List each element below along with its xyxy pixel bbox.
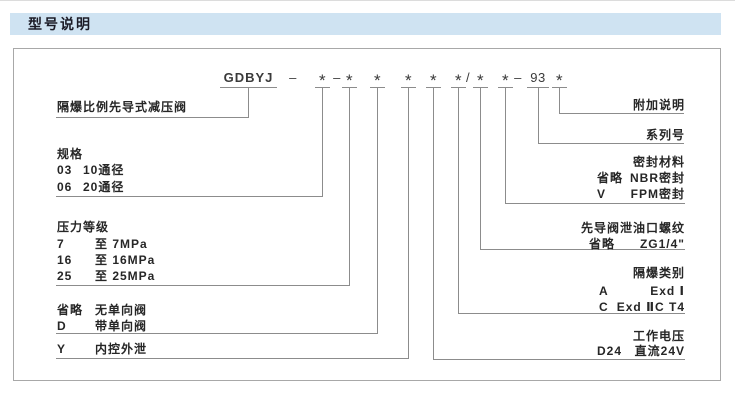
pilot-thread-row: 省略 ZG1/4": [589, 237, 685, 251]
drain-desc: 内控外泄: [95, 342, 148, 356]
label-voltage-title: 工作电压: [632, 329, 685, 343]
seal-code: V: [597, 187, 607, 201]
pressure-code: 16: [57, 253, 73, 267]
code-part-star-spec: *: [315, 70, 330, 90]
seal-row: V FPM密封: [597, 187, 685, 201]
seal-code: 省略: [597, 171, 624, 185]
pressure-code: 7: [57, 237, 65, 251]
label-additional-note: 附加说明: [632, 98, 685, 112]
code-part-star-voltage: *: [426, 70, 441, 90]
check-valve-code: D: [57, 319, 67, 333]
seal-desc: FPM密封: [630, 187, 685, 201]
spec-row: 03 10通径: [57, 163, 124, 177]
pressure-row: 25 至 25MPa: [57, 269, 155, 283]
explosion-class-row: C Exd ⅡC T4: [599, 300, 685, 314]
explosion-class-desc: Exd ⅡC T4: [616, 300, 685, 314]
check-valve-desc: 无单向阀: [95, 303, 148, 317]
spec-code: 03: [57, 163, 73, 177]
code-part-star-explosion: *: [451, 70, 466, 90]
drain-row: Y 内控外泄: [57, 342, 147, 356]
explosion-class-desc: Exd Ⅰ: [650, 284, 685, 298]
spec-desc: 20通径: [83, 180, 125, 194]
label-spec-title: 规格: [57, 147, 84, 161]
code-part-star-seal: *: [498, 70, 513, 90]
code-part-star-additional: *: [552, 70, 567, 90]
label-valve-name: 隔爆比例先导式减压阀: [57, 100, 188, 114]
code-part-dash: –: [333, 70, 341, 85]
check-valve-row: 省略 无单向阀: [57, 303, 147, 317]
pressure-desc: 至 25MPa: [95, 269, 156, 283]
seal-desc: NBR密封: [630, 171, 685, 185]
code-part-star-drain: *: [401, 70, 416, 90]
code-part-prefix: GDBYJ: [220, 70, 277, 88]
voltage-code: D24: [597, 344, 623, 358]
spec-desc: 10通径: [83, 163, 125, 177]
check-valve-desc: 带单向阀: [95, 319, 148, 333]
label-pilot-thread-title: 先导阀泄油口螺纹: [580, 221, 685, 235]
voltage-row: D24 直流24V: [597, 344, 685, 358]
code-part-star-pressure: *: [342, 70, 357, 90]
pressure-row: 16 至 16MPa: [57, 253, 155, 267]
spec-row: 06 20通径: [57, 180, 124, 194]
seal-row: 省略 NBR密封: [597, 171, 685, 185]
pressure-row: 7 至 7MPa: [57, 237, 148, 251]
voltage-desc: 直流24V: [634, 344, 685, 358]
code-part-star-check-valve: *: [370, 70, 385, 90]
code-part-slash: /: [465, 70, 471, 85]
code-part-dash: –: [289, 70, 297, 85]
explosion-class-row: A Exd Ⅰ: [599, 284, 685, 298]
pressure-desc: 至 7MPa: [95, 237, 148, 251]
check-valve-row: D 带单向阀: [57, 319, 147, 333]
pressure-desc: 至 16MPa: [95, 253, 156, 267]
code-part-dash: –: [514, 70, 522, 85]
pilot-thread-code: 省略: [589, 237, 616, 251]
label-explosion-class-title: 隔爆类别: [632, 266, 685, 280]
top-divider: [0, 0, 735, 1]
spec-code: 06: [57, 180, 73, 194]
label-seal-title: 密封材料: [632, 155, 685, 169]
page-title: 型号说明: [28, 16, 92, 32]
drain-code: Y: [57, 342, 67, 356]
section-header-bar: 型号说明: [10, 13, 721, 35]
code-part-series: 93: [527, 70, 549, 88]
pilot-thread-desc: ZG1/4": [639, 237, 685, 251]
check-valve-code: 省略: [57, 303, 84, 317]
label-series-no: 系列号: [645, 128, 685, 142]
label-pressure-title: 压力等级: [57, 220, 110, 234]
model-code-diagram-box: [13, 48, 721, 381]
pressure-code: 25: [57, 269, 73, 283]
explosion-class-code: A: [599, 284, 609, 298]
code-part-star-pilot-thread: *: [473, 70, 488, 90]
explosion-class-code: C: [599, 300, 609, 314]
